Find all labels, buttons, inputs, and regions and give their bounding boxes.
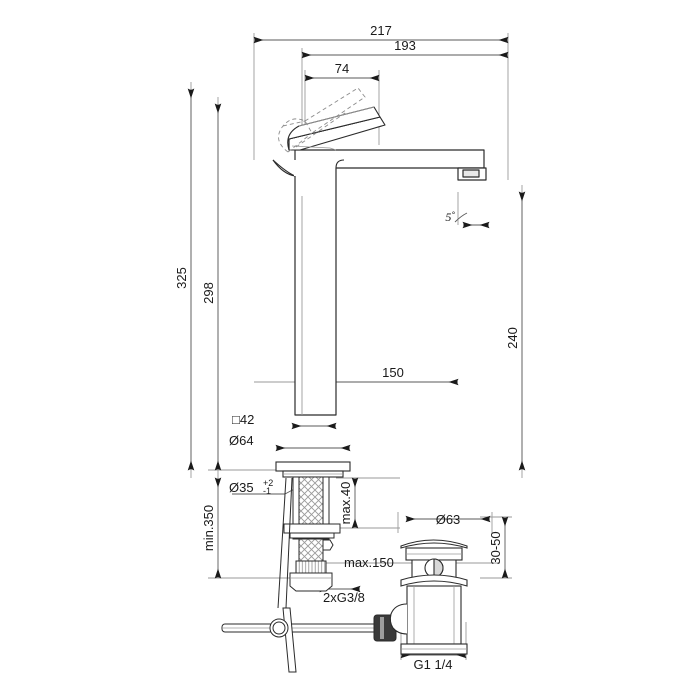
faucet-body bbox=[272, 149, 487, 416]
dim-hole-tol-minus: -1 bbox=[263, 486, 271, 496]
dim-hole-diameter: Ø35 bbox=[229, 480, 254, 495]
dim-supply-threads: 2xG3/8 bbox=[323, 590, 365, 605]
lever-handle bbox=[287, 106, 386, 151]
dim-hose-min-length: min.350 bbox=[201, 505, 216, 551]
dim-lever-length: 74 bbox=[335, 61, 349, 76]
dim-spout-height: 240 bbox=[505, 327, 520, 349]
lever-handle-raised-position bbox=[278, 87, 366, 153]
dim-spout-angle: 5° bbox=[445, 210, 455, 224]
pop-up-lift-rod bbox=[221, 607, 397, 673]
dim-total-height: 325 bbox=[174, 267, 189, 289]
dim-waste-thread: G1 1/4 bbox=[413, 657, 452, 672]
dim-hole-tol-plus: +2 bbox=[263, 478, 273, 488]
dim-waste-thickness: 30-50 bbox=[488, 531, 503, 564]
dim-base-diameter: Ø64 bbox=[229, 433, 254, 448]
dimension-labels: 217 193 74 325 298 240 150 □42 Ø64 Ø35 +… bbox=[174, 23, 520, 672]
dim-body-height: 298 bbox=[201, 282, 216, 304]
dim-waste-flange: Ø63 bbox=[436, 512, 461, 527]
dim-counter-thickness: max.40 bbox=[338, 482, 353, 525]
dim-spout-center: 150 bbox=[382, 365, 404, 380]
dim-total-reach: 217 bbox=[370, 23, 392, 38]
dim-max-depth: max.150 bbox=[344, 555, 394, 570]
supply-hose-assembly bbox=[277, 476, 341, 609]
dim-spout-reach: 193 bbox=[394, 38, 416, 53]
faucet-base-flange bbox=[275, 461, 351, 478]
dim-body-square: □42 bbox=[232, 412, 254, 427]
pop-up-waste-assembly bbox=[389, 539, 468, 655]
dimension-lines bbox=[187, 36, 526, 659]
